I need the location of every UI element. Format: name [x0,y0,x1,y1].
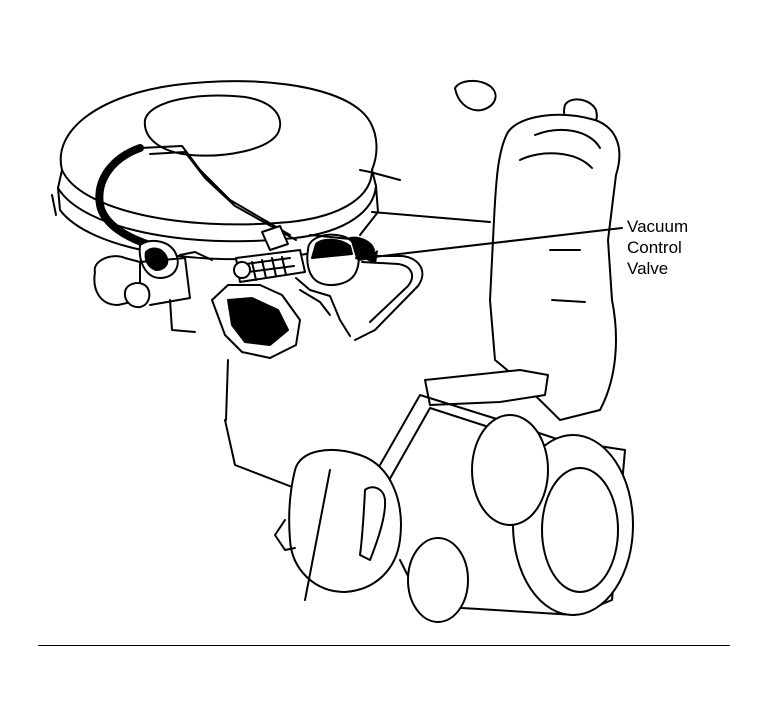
vacuum-control-valve [295,233,375,337]
vacuum-hose [95,144,154,249]
timing-cover [489,113,621,421]
vacuum-tube [139,145,297,241]
callout-label-line-3: Valve [627,259,669,278]
alternator [274,449,402,601]
callout-arrowhead [362,250,378,264]
callout-label-line-1: Vacuum [627,217,689,236]
air-cleaner-housing [51,80,379,261]
callout-label-line-2: Control [627,238,682,257]
idler-pulley [407,537,469,623]
water-pump-pulley [471,414,549,526]
mount-bracket [424,369,549,406]
bottom-divider-line [38,645,730,646]
callout-label: Vacuum Control Valve [627,216,688,279]
valve-vacuum-line [354,255,424,341]
engine-block [224,169,491,491]
callout-leader-line [364,227,623,259]
throttle-linkage [211,225,306,359]
carburetor-body [93,251,213,333]
